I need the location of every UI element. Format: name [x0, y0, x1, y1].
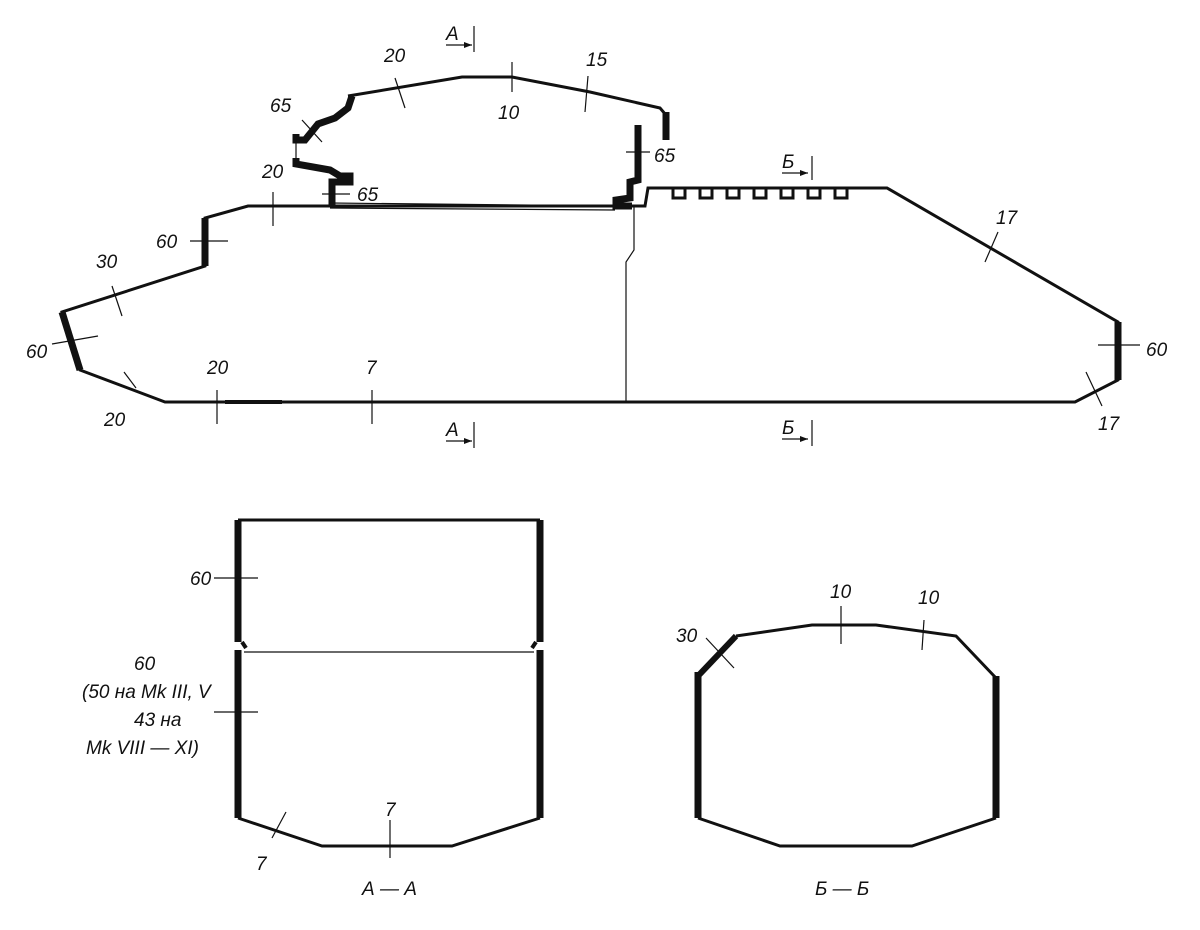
aa-label-bottom: 7 [385, 800, 397, 821]
label-turret-front: 65 [270, 96, 292, 117]
aa-label-lower-side-3: 43 на [134, 710, 181, 731]
aa-label-lower-side-2: (50 на Mk III, V [82, 682, 213, 703]
section-markers [446, 26, 813, 448]
label-rear-deck: 17 [996, 208, 1019, 229]
section-mark-a-top: А [445, 24, 459, 45]
bb-outline [697, 623, 998, 848]
label-lower-front: 20 [103, 410, 126, 431]
aa-label-upper-side: 60 [190, 569, 212, 590]
label-turret-roof-left: 20 [383, 46, 406, 67]
aa-label-bottom-slope: 7 [256, 854, 268, 875]
bulkhead-line [625, 206, 635, 402]
label-glacis: 30 [96, 252, 118, 273]
label-hull-roof-front: 20 [261, 162, 284, 183]
bb-left-chamfer [695, 633, 739, 679]
aa-caption: А — А [361, 879, 417, 900]
label-turret-ring-front: 65 [357, 185, 379, 206]
aa-label-lower-side-4: Mk VIII — XI) [86, 738, 199, 759]
bb-dimension-arrows [705, 606, 925, 669]
aa-label-lower-side-1: 60 [134, 654, 156, 675]
turret-ring-line [329, 202, 616, 211]
label-turret-roof-mid: 10 [498, 103, 520, 124]
dimension-arrows [51, 62, 1140, 424]
section-aa: 60 60 (50 на Mk III, V 43 на Mk VIII — X… [82, 518, 544, 900]
section-mark-b-top: Б [782, 152, 794, 173]
label-belly-front: 20 [206, 358, 229, 379]
aa-dimension-arrows [214, 577, 391, 858]
label-nose: 60 [26, 342, 48, 363]
bb-label-roof-mid: 10 [830, 582, 852, 603]
side-view: А А Б Б 20 10 15 65 65 65 20 60 30 60 20… [26, 24, 1168, 448]
label-turret-rear: 65 [654, 146, 676, 167]
section-mark-b-bottom: Б [782, 418, 794, 439]
label-rear-lower: 17 [1098, 414, 1121, 435]
section-bb: 30 10 10 Б — Б [676, 582, 1000, 900]
bb-label-chamfer: 30 [676, 626, 698, 647]
label-turret-roof-right: 15 [586, 50, 608, 71]
label-rear-plate: 60 [1146, 340, 1168, 361]
label-driver-plate: 60 [156, 232, 178, 253]
bb-caption: Б — Б [815, 879, 869, 900]
aa-outline [237, 518, 541, 848]
engine-deck-grilles [648, 186, 849, 200]
aa-joints [240, 640, 538, 650]
thick-plates [58, 94, 1122, 404]
label-belly: 7 [366, 358, 378, 379]
section-mark-a-bottom: А [445, 420, 459, 441]
bb-label-roof-right: 10 [918, 588, 940, 609]
